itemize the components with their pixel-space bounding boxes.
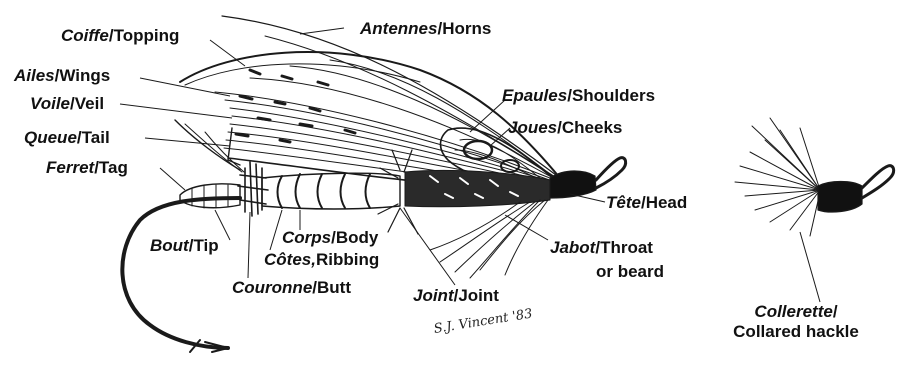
label-ailes-wings: Ailes/Wings xyxy=(14,66,110,86)
label-fr: Queue xyxy=(24,128,77,147)
label-collerette-collared-hackle: Collerette/ Collared hackle xyxy=(716,302,876,342)
label-jabot-beard: or beard xyxy=(596,262,664,282)
label-fr: Côtes, xyxy=(264,250,316,269)
label-en: Ribbing xyxy=(316,250,379,269)
label-en: Horns xyxy=(442,19,491,38)
label-epaules-shoulders: Epaules/Shoulders xyxy=(502,86,655,106)
label-en: Head xyxy=(646,193,688,212)
label-en: Tip xyxy=(193,236,218,255)
label-sep: / xyxy=(833,302,838,321)
label-en: Throat xyxy=(600,238,653,257)
label-queue-tail: Queue/Tail xyxy=(24,128,110,148)
label-en: Body xyxy=(336,228,379,247)
label-fr: Tête xyxy=(606,193,641,212)
label-en: Tail xyxy=(82,128,110,147)
label-en: Cheeks xyxy=(562,118,622,137)
label-coiffe-topping: Coiffe/Topping xyxy=(61,26,179,46)
label-en: Veil xyxy=(75,94,104,113)
label-fr: Couronne xyxy=(232,278,312,297)
label-fr: Ferret xyxy=(46,158,94,177)
label-cotes-ribbing: Côtes,Ribbing xyxy=(264,250,379,270)
label-fr: Coiffe xyxy=(61,26,109,45)
label-fr: Jabot xyxy=(550,238,595,257)
label-corps-body: Corps/Body xyxy=(282,228,378,248)
label-fr: Joint xyxy=(413,286,454,305)
label-couronne-butt: Couronne/Butt xyxy=(232,278,351,298)
label-bout-tip: Bout/Tip xyxy=(150,236,219,256)
label-en: Butt xyxy=(317,278,351,297)
label-en: Collared hackle xyxy=(716,322,876,342)
label-en: Wings xyxy=(59,66,110,85)
label-antennes-horns: Antennes/Horns xyxy=(360,19,491,39)
label-ferret-tag: Ferret/Tag xyxy=(46,158,128,178)
label-fr: Bout xyxy=(150,236,189,255)
label-en: Topping xyxy=(114,26,180,45)
label-en: Tag xyxy=(99,158,128,177)
label-jabot-throat: Jabot/Throat xyxy=(550,238,653,258)
label-joint-joint: Joint/Joint xyxy=(413,286,499,306)
label-en-line2: or beard xyxy=(596,262,664,281)
label-fr: Antennes xyxy=(360,19,437,38)
label-fr: Ailes xyxy=(14,66,55,85)
label-en: Joint xyxy=(458,286,499,305)
label-en: Shoulders xyxy=(572,86,655,105)
label-voile-veil: Voile/Veil xyxy=(30,94,104,114)
label-joues-cheeks: Joues/Cheeks xyxy=(508,118,622,138)
label-fr: Corps xyxy=(282,228,331,247)
label-tete-head: Tête/Head xyxy=(606,193,687,213)
label-fr: Joues xyxy=(508,118,557,137)
label-fr: Voile xyxy=(30,94,70,113)
label-fr: Epaules xyxy=(502,86,567,105)
label-fr: Collerette xyxy=(754,302,832,321)
